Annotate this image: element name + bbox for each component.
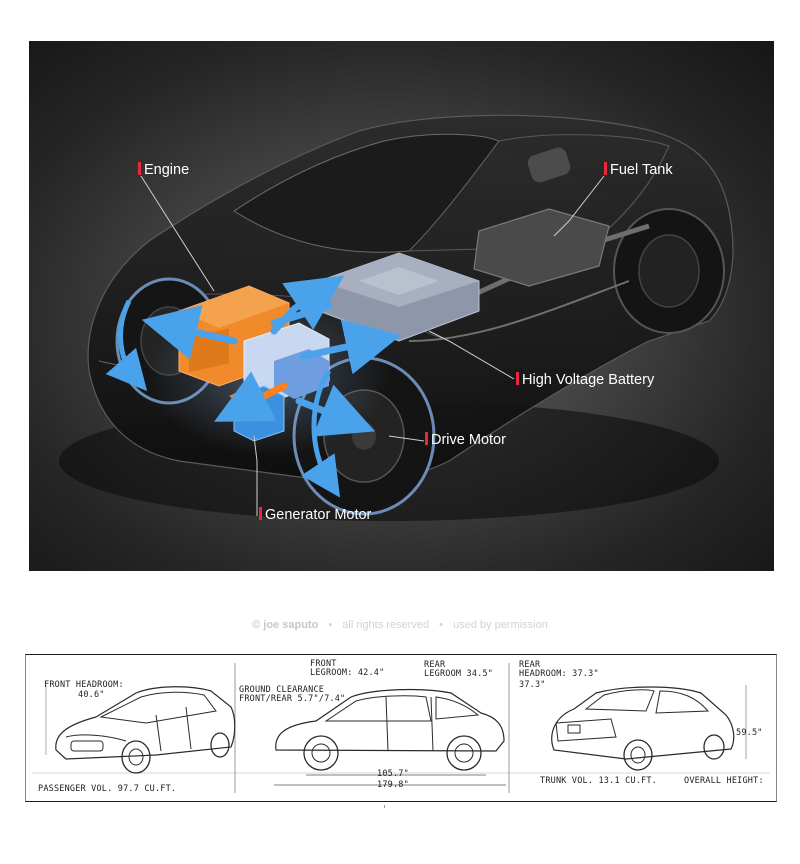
callout-engine-label: Engine: [144, 162, 190, 178]
front-headroom-label: FRONT HEADROOM:: [44, 680, 124, 690]
dimension-sketch-strip: FRONT HEADROOM: 40.6" PASSENGER VOL. 97.…: [25, 654, 777, 802]
trunk-volume: TRUNK VOL. 13.1 CU.FT.: [540, 776, 657, 786]
overall-length-value: 179.8": [377, 780, 409, 790]
rear-headroom-value: HEADROOM: 37.3": [519, 669, 599, 679]
callout-engine: Engine: [138, 161, 189, 179]
exhaust-pipe: [408, 280, 630, 342]
callout-generator-motor: Generator Motor: [259, 506, 371, 524]
front-wheel-rotation-arrow: [105, 299, 148, 392]
callout-marker: [138, 162, 141, 175]
credit-author: © joe saputo: [252, 619, 319, 631]
sketch-car-front-view: [45, 685, 236, 774]
callout-marker: [604, 162, 607, 175]
callout-fuel-tank-label: Fuel Tank: [610, 162, 673, 178]
energy-flow-arrows: [141, 275, 402, 437]
hybrid-cutaway-illustration: Engine Fuel Tank High Voltage Battery Dr…: [29, 41, 774, 571]
credit-line: © joe saputo • all rights reserved • use…: [0, 619, 800, 631]
sketch-car-side-view: [274, 688, 506, 786]
generator-motor: [233, 385, 285, 442]
passenger-volume: PASSENGER VOL. 97.7 CU.FT.: [38, 784, 177, 794]
rear-legroom-value: LEGROOM 34.5": [424, 669, 494, 679]
credit-separator: •: [439, 619, 444, 631]
fuel-tank: [473, 208, 610, 287]
rear-headroom-value-repeat: 37.3": [519, 680, 546, 690]
callout-generator-motor-label: Generator Motor: [265, 507, 372, 523]
callout-marker: [425, 432, 428, 445]
front-legroom-label: FRONT: [310, 659, 337, 669]
callout-drive-motor-label: Drive Motor: [431, 432, 506, 448]
rear-legroom-label: REAR: [424, 660, 446, 670]
wheelbase-value: 105.7": [377, 769, 409, 779]
high-voltage-battery: [318, 252, 480, 342]
callout-battery-label: High Voltage Battery: [522, 372, 655, 388]
roofline: [408, 134, 670, 252]
front-headroom-value: 40.6": [78, 690, 105, 700]
tick-mark: [384, 805, 385, 808]
callout-high-voltage-battery: High Voltage Battery: [516, 371, 654, 389]
car-cutaway-drawing: [59, 114, 734, 521]
credit-permission: used by permission: [453, 619, 548, 631]
sketch-car-rear-view: [551, 685, 747, 771]
callout-drive-motor: Drive Motor: [425, 431, 506, 449]
front-legroom-value: LEGROOM: 42.4": [310, 668, 385, 678]
windshield: [233, 133, 500, 253]
credit-rights: all rights reserved: [342, 619, 430, 631]
callout-leader-lines: [140, 175, 605, 516]
ground-clearance-label: GROUND CLEARANCE: [239, 685, 325, 695]
muffler: [527, 147, 571, 183]
sketch-drawings: [32, 663, 770, 793]
drive-wheel-rotation-arrow: [301, 369, 341, 498]
overall-height-value: 59.5": [736, 728, 763, 738]
callout-fuel-tank: Fuel Tank: [604, 161, 673, 179]
callout-marker: [516, 372, 519, 385]
overall-height-label: OVERALL HEIGHT:: [684, 776, 764, 786]
ground-clearance-value: FRONT/REAR 5.7"/7.4": [239, 694, 346, 704]
rear-headroom-label: REAR: [519, 660, 541, 670]
rear-wheel: [613, 208, 725, 334]
callout-marker: [259, 507, 262, 520]
credit-separator: •: [328, 619, 333, 631]
